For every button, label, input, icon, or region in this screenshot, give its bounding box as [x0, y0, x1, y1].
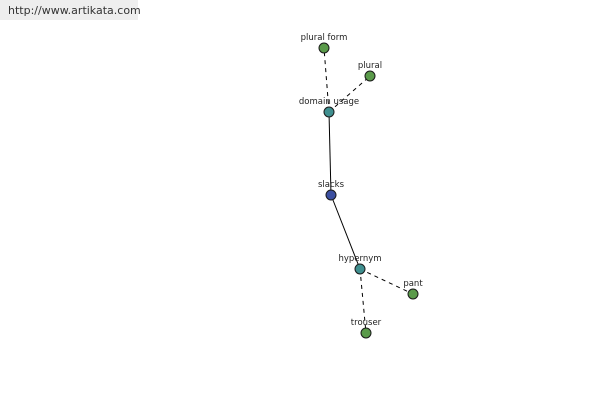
node-label-slacks: slacks — [318, 180, 345, 190]
node-dot-hypernym[interactable] — [354, 263, 366, 275]
edges-layer — [323, 47, 414, 334]
node-label-trouser: trouser — [351, 318, 382, 328]
edge-hypernym-to-trouser — [359, 268, 367, 334]
edge-domain-usage-to-plural-form — [323, 47, 330, 113]
edge-domain-usage-to-plural — [328, 75, 371, 113]
node-dot-domain-usage[interactable] — [323, 106, 335, 118]
node-plural-form[interactable]: plural form — [301, 33, 348, 54]
node-label-plural: plural — [358, 61, 382, 71]
node-pant[interactable]: pant — [403, 279, 423, 300]
node-dot-plural[interactable] — [364, 70, 376, 82]
nodes-layer: slacks domain usage hypernym plural form plu… — [299, 33, 423, 339]
node-dot-plural-form[interactable] — [318, 42, 330, 54]
node-plural[interactable]: plural — [358, 61, 382, 82]
node-dot-trouser[interactable] — [360, 327, 372, 339]
node-slacks[interactable]: slacks — [318, 180, 345, 201]
site-url-link[interactable]: http://www.artikata.com — [8, 4, 141, 17]
node-hypernym[interactable]: hypernym — [338, 254, 382, 275]
node-label-hypernym: hypernym — [338, 254, 381, 264]
node-dot-slacks[interactable] — [325, 189, 337, 201]
node-dot-pant[interactable] — [407, 288, 419, 300]
node-label-plural-form: plural form — [301, 33, 348, 43]
edge-hypernym-to-pant — [359, 268, 414, 295]
node-label-domain-usage: domain usage — [299, 97, 359, 107]
edge-slacks-to-domain-usage — [328, 111, 332, 196]
node-domain-usage[interactable]: domain usage — [299, 97, 359, 118]
site-banner: http://www.artikata.com — [0, 0, 141, 20]
edge-slacks-to-hypernym — [330, 194, 361, 270]
node-label-pant: pant — [403, 279, 423, 289]
node-trouser[interactable]: trouser — [351, 318, 382, 339]
